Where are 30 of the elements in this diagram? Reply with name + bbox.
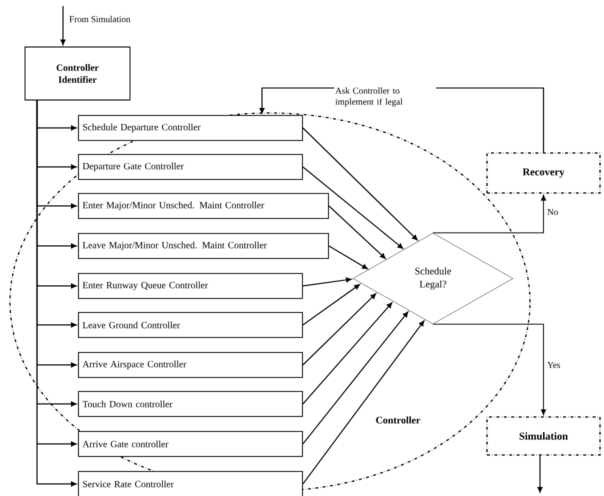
controller-box: Enter Major/Minor Unsched. Maint Controller [78, 193, 329, 219]
process-box: Simulation [486, 416, 601, 456]
controller-box: Arrive Gate controller [78, 431, 303, 457]
arrow [328, 206, 386, 259]
controller-box: Schedule Departure Controller [78, 115, 303, 141]
edge-label: Yes [546, 361, 562, 369]
arrow [432, 324, 546, 416]
arrow [60, 6, 66, 46]
controller-box: Leave Major/Minor Unsched. Maint Controller [78, 233, 329, 259]
arrow [302, 312, 408, 444]
controller-box: Touch Down controller [78, 391, 303, 417]
process-box: Recovery [486, 152, 601, 194]
arrow [302, 293, 376, 366]
controller-box: Departure Gate Controller [78, 154, 303, 180]
arrow [302, 128, 418, 240]
controller-box: Leave Ground Controller [78, 312, 303, 338]
arrow [328, 245, 368, 270]
controller-box: Arrive Airspace Controller [78, 352, 303, 378]
arrow [302, 302, 392, 404]
edge-label: Ask Controller to implement if legal [334, 86, 436, 108]
arrow [302, 277, 352, 286]
arrow [302, 284, 360, 326]
edge-label: From Simulation [68, 14, 132, 24]
arrow [537, 456, 543, 493]
controller-box: Enter Runway Queue Controller [78, 273, 303, 299]
arrow [302, 166, 404, 249]
arrow [432, 194, 546, 234]
edge-label: No [546, 208, 560, 216]
controller-box: Service Rate Controller [78, 471, 303, 496]
identifier-box: Controller Identifier [24, 46, 130, 100]
